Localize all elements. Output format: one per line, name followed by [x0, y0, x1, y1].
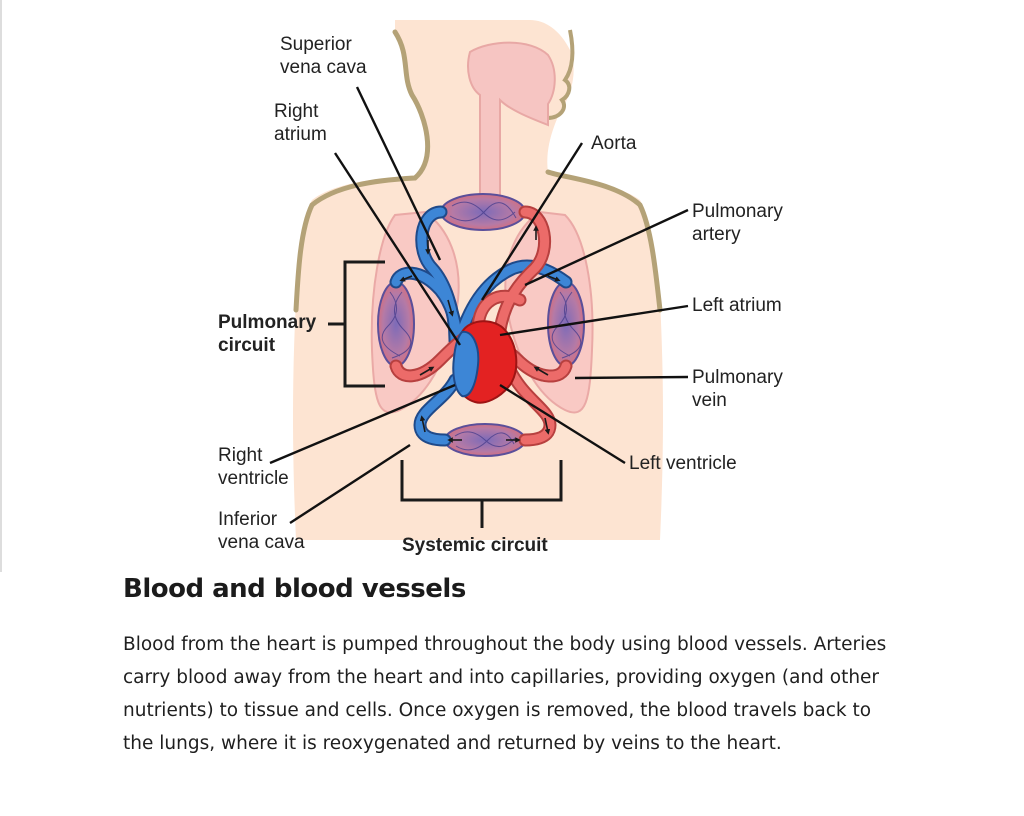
label-left-atrium: Left atrium [692, 295, 782, 316]
circulatory-illustration [269, 20, 689, 540]
leader-lines [269, 86, 689, 525]
label-pulmonary-circuit: Pulmonary circuit [218, 312, 317, 356]
section-paragraph: Blood from the heart is pumped throughou… [123, 634, 887, 754]
body-outline-right [545, 169, 663, 313]
label-right-atrium: Right atrium [274, 101, 327, 145]
left-border [0, 0, 2, 572]
label-aorta: Aorta [591, 133, 637, 154]
airway [467, 41, 556, 211]
label-pulmonary-vein: Pulmonary vein [692, 367, 783, 411]
body-outline-left [293, 29, 431, 313]
section-heading: Blood and blood vessels [123, 574, 466, 604]
label-inferior-vena-cava: Inferior vena cava [218, 509, 305, 553]
flow-arrows [399, 225, 561, 443]
label-left-ventricle: Left ventricle [629, 453, 737, 474]
label-systemic-circuit: Systemic circuit [402, 535, 548, 556]
circulatory-diagram: Superior vena cava Right atrium Aorta Pu… [218, 20, 783, 556]
label-pulmonary-artery: Pulmonary artery [692, 201, 783, 245]
heart-right-side [452, 330, 480, 398]
label-superior-vena-cava: Superior vena cava [280, 34, 367, 78]
body-silhouette [293, 20, 663, 540]
label-right-ventricle: Right ventricle [218, 445, 289, 489]
capillary-texture [381, 201, 582, 451]
face-outline [547, 29, 575, 120]
